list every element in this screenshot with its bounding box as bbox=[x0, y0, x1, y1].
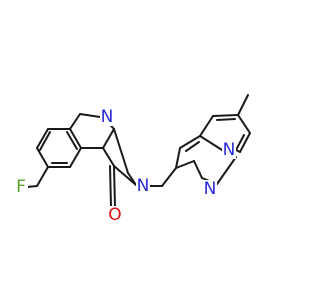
bond-line bbox=[127, 172, 137, 186]
bond-line bbox=[109, 165, 112, 208]
bond-line bbox=[79, 113, 101, 118]
bond-line bbox=[69, 128, 82, 149]
bond-line bbox=[26, 185, 38, 188]
bond-line bbox=[185, 141, 200, 152]
atom-label-oxygen: O bbox=[108, 205, 122, 225]
bond-line bbox=[69, 113, 81, 130]
bond-line bbox=[102, 128, 115, 149]
bond-line bbox=[239, 132, 251, 153]
n-bridge-label: N bbox=[223, 140, 236, 160]
oxygen-label: O bbox=[108, 205, 121, 225]
bond-line bbox=[199, 135, 223, 151]
molecule-canvas: F N N O N N bbox=[14, 94, 251, 225]
bond-line bbox=[216, 156, 237, 185]
bond-line bbox=[36, 128, 49, 149]
bond-line bbox=[66, 131, 78, 150]
bond-line bbox=[216, 118, 236, 121]
atom-label-n-imidazo: N bbox=[203, 179, 217, 199]
bond-line bbox=[36, 166, 49, 187]
atom-label-n3: N bbox=[136, 176, 150, 196]
bond-line bbox=[113, 128, 129, 174]
bond-line bbox=[199, 115, 214, 137]
structure-diagram: F N N O N N bbox=[14, 94, 251, 225]
bond-line bbox=[113, 165, 137, 186]
bond-line bbox=[179, 135, 201, 149]
bond-line bbox=[113, 165, 116, 208]
n-imidazo-label: N bbox=[204, 179, 217, 199]
bond-line bbox=[237, 94, 249, 116]
atom-label-n1: N bbox=[100, 107, 114, 127]
bond-line bbox=[175, 160, 195, 169]
bond-layer bbox=[26, 94, 251, 208]
bond-line bbox=[161, 167, 177, 187]
bond-line bbox=[102, 147, 115, 167]
bond-line bbox=[69, 147, 82, 168]
bond-line bbox=[235, 134, 245, 151]
fluorine-label: F bbox=[16, 177, 26, 197]
bond-line bbox=[175, 147, 181, 169]
bond-line bbox=[39, 131, 51, 151]
bond-line bbox=[237, 114, 251, 134]
bond-line bbox=[212, 114, 239, 117]
bond-line bbox=[36, 147, 49, 168]
n3-label: N bbox=[137, 176, 150, 196]
n1-label: N bbox=[101, 107, 114, 127]
atom-label-fluorine: F bbox=[14, 177, 28, 197]
bond-line bbox=[193, 160, 203, 179]
atom-label-n-bridge: N bbox=[222, 140, 236, 160]
